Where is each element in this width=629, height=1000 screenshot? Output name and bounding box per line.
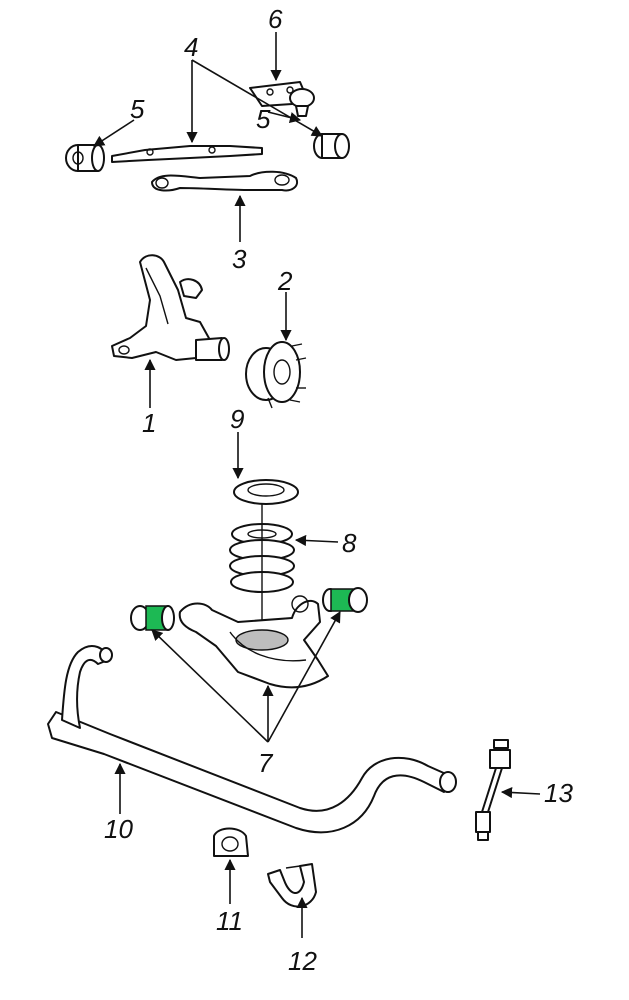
- callout-5-right: 5: [256, 104, 271, 134]
- part-13-stabilizer-link[interactable]: [475, 739, 511, 841]
- part-4-control-arm-shaft[interactable]: [111, 145, 263, 163]
- part-12-bushing-bracket[interactable]: [267, 863, 317, 908]
- part-7-lower-control-arm[interactable]: [178, 595, 329, 689]
- part-1-steering-knuckle[interactable]: [111, 254, 230, 361]
- part-7-bushing-right[interactable]: [322, 587, 368, 613]
- leader-lines: [93, 32, 541, 938]
- callout-8: 8: [342, 528, 357, 558]
- callout-2: 2: [277, 266, 293, 296]
- callout-labels: 6 4 5 5 3 2 1 9 8 7 10 13 11 12: [104, 4, 573, 976]
- part-7-bushing-left[interactable]: [130, 605, 175, 631]
- callout-9: 9: [230, 404, 244, 434]
- part-9-spring-insulator[interactable]: [233, 479, 299, 505]
- callout-12: 12: [288, 946, 317, 976]
- callout-13: 13: [544, 778, 573, 808]
- callout-5-left: 5: [130, 94, 145, 124]
- part-2-wheel-hub[interactable]: [245, 341, 307, 409]
- part-10-stabilizer-bar[interactable]: [47, 645, 457, 834]
- part-5-bushing-right[interactable]: [313, 133, 350, 159]
- part-5-bushing-left[interactable]: [65, 144, 105, 172]
- callout-4: 4: [184, 32, 198, 62]
- callout-6: 6: [268, 4, 283, 34]
- callout-10: 10: [104, 814, 133, 844]
- callout-11: 11: [216, 906, 243, 936]
- callout-1: 1: [142, 408, 156, 438]
- part-11-stabilizer-bushing[interactable]: [213, 827, 249, 857]
- callout-7: 7: [258, 748, 274, 778]
- part-6-ball-joint[interactable]: [249, 81, 315, 117]
- part-8-coil-spring[interactable]: [229, 504, 295, 640]
- part-3-upper-control-arm[interactable]: [151, 170, 298, 192]
- callout-3: 3: [232, 244, 247, 274]
